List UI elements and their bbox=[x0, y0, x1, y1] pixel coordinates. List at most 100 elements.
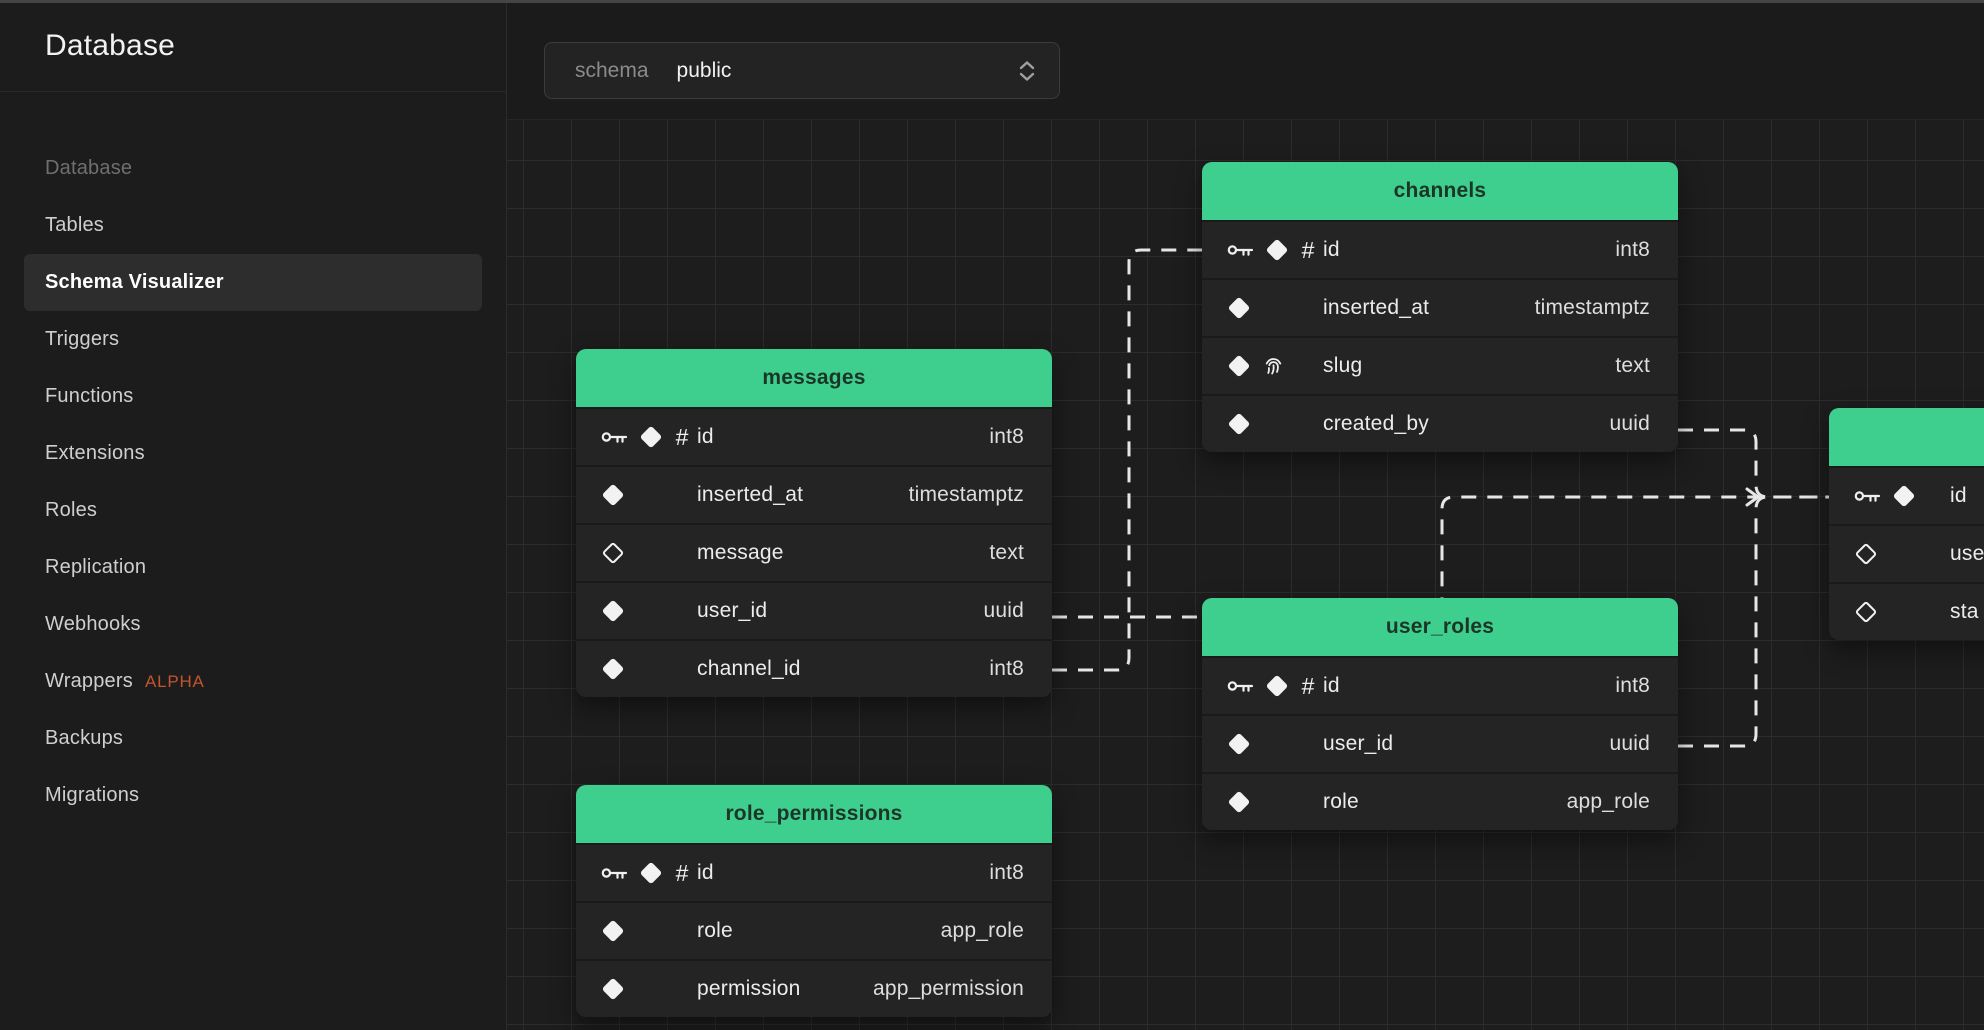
nullable-diamond-icon bbox=[601, 541, 625, 565]
sidebar-item-wrappers[interactable]: WrappersALPHA bbox=[24, 653, 482, 710]
sidebar-item-backups[interactable]: Backups bbox=[24, 710, 482, 767]
column-name: id bbox=[697, 425, 714, 449]
canvas-toolbar: schema public bbox=[507, 0, 1984, 120]
identity-hash-icon: # bbox=[1300, 237, 1316, 264]
column-name: user_id bbox=[697, 599, 767, 623]
table-row: roleapp_role bbox=[576, 901, 1052, 959]
not-null-diamond-icon bbox=[1892, 484, 1916, 508]
schema-selector[interactable]: schema public bbox=[544, 42, 1060, 99]
column-type: int8 bbox=[989, 425, 1024, 449]
column-type: int8 bbox=[1615, 674, 1650, 698]
sidebar-item-extensions[interactable]: Extensions bbox=[24, 425, 482, 482]
column-icons bbox=[1227, 412, 1323, 436]
sidebar-item-functions[interactable]: Functions bbox=[24, 368, 482, 425]
sidebar-item-label: Wrappers bbox=[45, 670, 133, 693]
table-node-role_permissions[interactable]: role_permissions#idint8roleapp_rolepermi… bbox=[576, 785, 1052, 1017]
table-row: user_id uuid bbox=[576, 581, 1052, 639]
sidebar-item-schema-visualizer[interactable]: Schema Visualizer bbox=[24, 254, 482, 311]
column-type: uuid bbox=[983, 599, 1024, 623]
primary-key-icon bbox=[1854, 487, 1881, 505]
table-title: user_roles bbox=[1202, 598, 1678, 656]
not-null-diamond-icon bbox=[1265, 238, 1289, 262]
table-row: # id int8 bbox=[576, 407, 1052, 465]
edge-channels_created_by-to-partial_id bbox=[1678, 430, 1829, 497]
column-icons bbox=[601, 541, 697, 565]
table-title: messages bbox=[576, 349, 1052, 407]
sidebar-item-label: Database bbox=[45, 157, 132, 180]
column-icons bbox=[1854, 484, 1950, 508]
sidebar-item-label: Schema Visualizer bbox=[45, 271, 224, 294]
sidebar-item-roles[interactable]: Roles bbox=[24, 482, 482, 539]
column-type: timestamptz bbox=[909, 483, 1024, 507]
identity-hash-icon: # bbox=[674, 860, 690, 887]
nullable-diamond-icon bbox=[1854, 600, 1878, 624]
sidebar-item-tables[interactable]: Tables bbox=[24, 197, 482, 254]
sidebar-item-replication[interactable]: Replication bbox=[24, 539, 482, 596]
column-name: id bbox=[1950, 484, 1967, 508]
column-icons: # bbox=[601, 424, 697, 451]
schema-canvas[interactable]: messages # id int8 inserted_at timestamptz mes… bbox=[507, 120, 1984, 1030]
window-top-border bbox=[0, 0, 1984, 3]
chevron-up-down-icon bbox=[1017, 59, 1037, 83]
nullable-diamond-icon bbox=[1854, 542, 1878, 566]
sidebar-item-database[interactable]: Database bbox=[24, 140, 482, 197]
not-null-diamond-icon bbox=[601, 599, 625, 623]
identity-hash-icon: # bbox=[674, 424, 690, 451]
primary-key-icon bbox=[1227, 241, 1254, 259]
column-name: inserted_at bbox=[697, 483, 803, 507]
column-type: uuid bbox=[1609, 732, 1650, 756]
column-name: user_id bbox=[1323, 732, 1393, 756]
column-type: app_role bbox=[1567, 790, 1650, 814]
edge-messages_channel_id-to-channels_id bbox=[1052, 250, 1202, 670]
primary-key-icon bbox=[601, 428, 628, 446]
table-title: role_permissions bbox=[576, 785, 1052, 843]
sidebar-item-label: Triggers bbox=[45, 328, 119, 351]
column-name: slug bbox=[1323, 354, 1362, 378]
sidebar-item-label: Roles bbox=[45, 499, 97, 522]
sidebar-item-label: Webhooks bbox=[45, 613, 141, 636]
column-icons bbox=[1227, 790, 1323, 814]
identity-hash-icon: # bbox=[1300, 673, 1316, 700]
sidebar-item-webhooks[interactable]: Webhooks bbox=[24, 596, 482, 653]
table-row: sta bbox=[1829, 582, 1984, 640]
table-node-partial[interactable]: idusesta bbox=[1829, 408, 1984, 640]
column-icons bbox=[1854, 542, 1950, 566]
table-row: #idint8 bbox=[1202, 220, 1678, 278]
not-null-diamond-icon bbox=[1227, 732, 1251, 756]
table-row: created_byuuid bbox=[1202, 394, 1678, 452]
table-row: user_id uuid bbox=[1202, 714, 1678, 772]
table-node-channels[interactable]: channels#idint8inserted_attimestamptzslu… bbox=[1202, 162, 1678, 452]
column-icons: # bbox=[1227, 237, 1323, 264]
table-row: channel_idint8 bbox=[576, 639, 1052, 697]
column-type: app_role bbox=[941, 919, 1024, 943]
primary-key-icon bbox=[601, 864, 628, 882]
not-null-diamond-icon bbox=[1227, 412, 1251, 436]
column-icons bbox=[601, 599, 697, 623]
not-null-diamond-icon bbox=[601, 919, 625, 943]
sidebar-item-triggers[interactable]: Triggers bbox=[24, 311, 482, 368]
column-type: timestamptz bbox=[1535, 296, 1650, 320]
column-type: text bbox=[1615, 354, 1650, 378]
column-icons bbox=[601, 919, 697, 943]
table-row: #idint8 bbox=[576, 843, 1052, 901]
not-null-diamond-icon bbox=[1227, 296, 1251, 320]
column-name: message bbox=[697, 541, 784, 565]
not-null-diamond-icon bbox=[601, 657, 625, 681]
column-icons bbox=[601, 977, 697, 1001]
sidebar: Database DatabaseTablesSchema Visualizer… bbox=[0, 0, 507, 1030]
sidebar-item-label: Extensions bbox=[45, 442, 145, 465]
sidebar-item-migrations[interactable]: Migrations bbox=[24, 767, 482, 824]
column-type: int8 bbox=[989, 657, 1024, 681]
edge-user_roles_user_id-to-partial_id bbox=[1678, 497, 1829, 746]
not-null-diamond-icon bbox=[601, 483, 625, 507]
not-null-diamond-icon bbox=[601, 977, 625, 1001]
column-icons bbox=[1854, 600, 1950, 624]
column-name: role bbox=[1323, 790, 1359, 814]
column-name: id bbox=[1323, 674, 1340, 698]
table-node-user_roles[interactable]: user_roles # id int8 user_id uuid role app_role bbox=[1202, 598, 1678, 830]
sidebar-item-label: Replication bbox=[45, 556, 146, 579]
table-node-messages[interactable]: messages # id int8 inserted_at timestamptz mes… bbox=[576, 349, 1052, 697]
column-icons bbox=[1227, 296, 1323, 320]
table-row: permissionapp_permission bbox=[576, 959, 1052, 1017]
column-type: text bbox=[989, 541, 1024, 565]
